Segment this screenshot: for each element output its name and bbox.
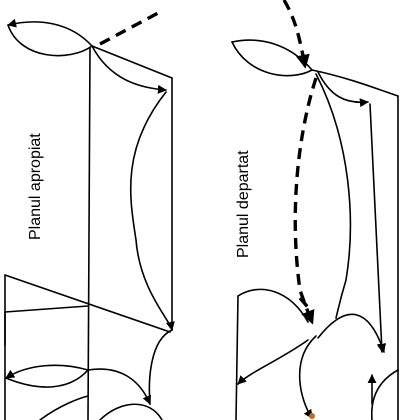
near-plane-label: Planul apropiat [27,133,44,240]
near-plane-frame [4,18,175,420]
far-lower-left-arrow [237,339,309,385]
dashed-arrow-vertical [293,77,318,325]
far-lower-right-curve [371,369,399,420]
far-long-curve [315,73,352,319]
far-plane-frame [231,39,399,420]
near-cross-line [4,305,89,313]
near-bulge-curve [129,91,175,331]
near-bottom-right-curve-2 [148,329,173,405]
near-top-right-edge [91,45,173,79]
far-lower-inner-curve [298,335,317,419]
far-top-leaf-lower [231,41,313,77]
far-top-leaf-upper [231,39,313,71]
near-bottom-right-curve [87,368,152,405]
far-lower-left-vertical [235,295,239,420]
far-inner-vertical [369,103,387,353]
near-diagonal [4,274,171,333]
near-bottom-leaf-lower [5,369,89,388]
far-plane-label: Planul departat [235,150,252,258]
far-lower-left-leaf [237,288,309,323]
bottom-marker-point [309,413,315,419]
far-top-right-edge [311,69,399,97]
far-lower-middle-curve [317,313,386,353]
near-bottom-leaf-upper [5,364,89,379]
near-central-vertical [87,47,91,420]
dashed-arrow-top-left [99,10,161,46]
dashed-arrow-short [298,296,314,314]
near-top-right-curve [91,45,167,94]
far-top-right-curve [317,71,369,108]
dashed-arrow-top-down [282,0,310,69]
near-bottom-edge-right [99,403,163,420]
near-top-leaf-lower-edge [7,24,93,57]
near-top-leaf-upper-edge [7,18,93,47]
near-bottom-edge [39,395,89,420]
